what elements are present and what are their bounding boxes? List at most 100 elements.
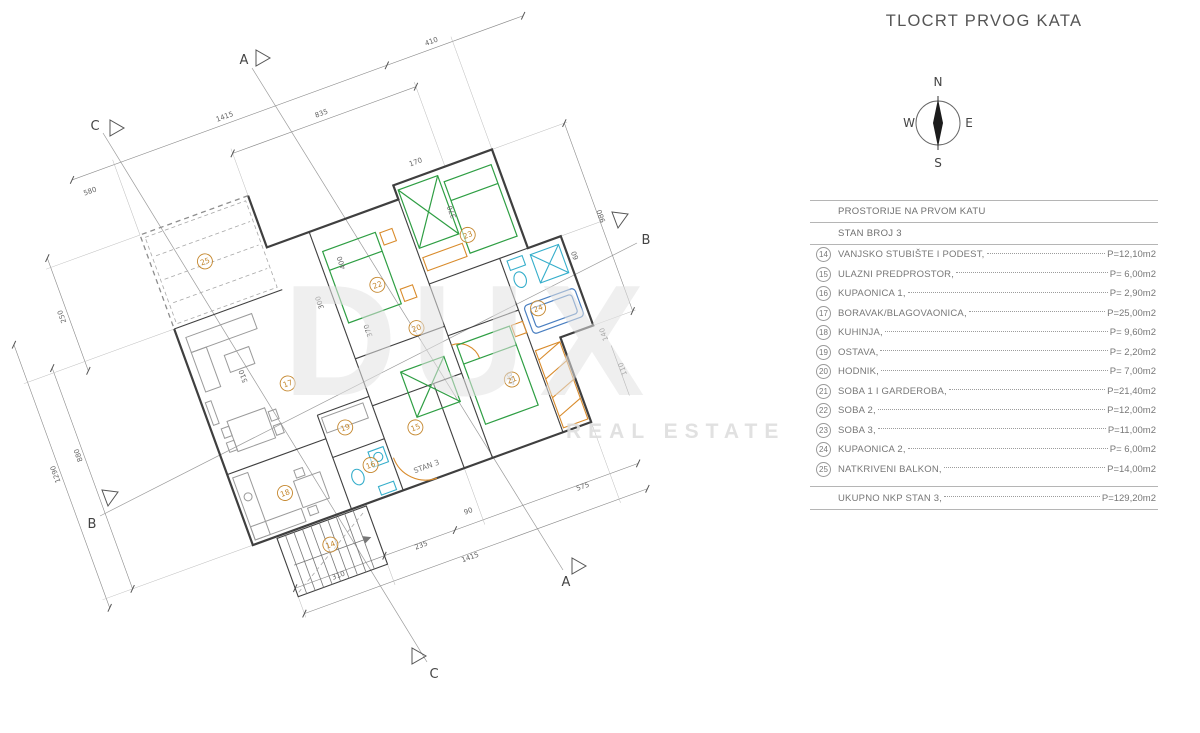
room-area: P= 6,00m2 — [1109, 268, 1156, 280]
svg-text:24: 24 — [532, 303, 544, 315]
room-number-circle: 16 — [362, 457, 379, 473]
dotted-leader — [968, 311, 1106, 313]
chair — [293, 466, 306, 479]
divider — [810, 200, 1158, 201]
dimension-label: 235 — [414, 540, 429, 552]
room-number-circle: 21 — [503, 371, 520, 388]
bed-pillow-line — [463, 344, 517, 365]
dimension-label: 410 — [424, 36, 439, 48]
building: 1415410835580250880129031023557514159801… — [11, 11, 650, 618]
balcony-edge — [139, 195, 249, 330]
room-number-circle: 18 — [277, 485, 293, 501]
svg-text:18: 18 — [279, 487, 291, 499]
nightstand — [399, 284, 418, 303]
section-arrow-a-bottom — [571, 557, 588, 575]
walls — [139, 148, 595, 547]
spacer — [810, 479, 1158, 486]
section-line-a — [251, 67, 564, 571]
toilet — [513, 271, 528, 288]
section-line-c — [102, 132, 428, 663]
wardrobe — [397, 174, 460, 250]
nightstand — [379, 227, 398, 246]
coffee-table — [223, 345, 256, 373]
wardrobe — [399, 355, 462, 419]
svg-text:22: 22 — [371, 279, 383, 291]
room-name: SOBA 2, — [838, 405, 876, 417]
bed — [456, 325, 539, 425]
sink — [243, 492, 253, 502]
bed — [321, 231, 403, 324]
tv — [204, 400, 220, 426]
room-area: P=21,40m2 — [1107, 385, 1156, 397]
dimension-label: 1415 — [460, 551, 479, 565]
room-name: KUHINJA, — [838, 327, 883, 339]
shower — [529, 243, 570, 284]
room-number-badge: 24 — [816, 442, 831, 458]
chair — [267, 408, 280, 422]
section-arrow-b-left — [101, 489, 119, 508]
room-area: P= 2,20m2 — [1109, 346, 1156, 358]
room-number-badge: 15 — [816, 266, 831, 282]
room-name: ULAZNI PREDPROSTOR, — [838, 268, 955, 280]
dotted-leader — [907, 447, 1108, 449]
svg-text:23: 23 — [462, 229, 474, 241]
section-label-b-right: B — [642, 233, 651, 248]
legend-row: 15 ULAZNI PREDPROSTOR, P= 6,00m2 — [810, 265, 1158, 285]
wardrobe-cross — [416, 356, 445, 418]
section-arrow-c-top — [109, 119, 126, 137]
room-area: P=12,00m2 — [1107, 405, 1156, 417]
svg-text:16: 16 — [365, 459, 377, 471]
section-lines: A A B B C C — [88, 49, 651, 682]
divider — [810, 222, 1158, 223]
dotted-leader — [943, 467, 1106, 469]
dimension-label: 370 — [446, 204, 458, 219]
room-name: VANJSKO STUBIŠTE I PODEST, — [838, 249, 985, 261]
exterior-wall — [173, 148, 595, 547]
room-number-badge: 20 — [816, 364, 831, 380]
room-number-circle: 24 — [530, 300, 547, 317]
svg-text:17: 17 — [282, 378, 294, 390]
dotted-leader — [877, 428, 1106, 430]
dotted-leader — [907, 291, 1108, 293]
compass-w: W — [903, 116, 915, 130]
room-area: P=25,00m2 — [1107, 307, 1156, 319]
room-name: SOBA 1 I GARDEROBA, — [838, 385, 947, 397]
room-number-badge: 17 — [816, 305, 831, 321]
room-number-badge: 25 — [816, 461, 831, 477]
legend-apartment: STAN BROJ 3 — [838, 228, 902, 239]
chair — [272, 422, 285, 436]
section-label-b-left: B — [88, 517, 97, 532]
room-area: P=11,00m2 — [1107, 424, 1156, 436]
dotted-leader — [880, 350, 1108, 352]
legend-header: PROSTORIJE NA PRVOM KATU — [838, 206, 986, 217]
wardrobe-hatch — [545, 360, 568, 380]
room-number-circle: 15 — [407, 419, 424, 436]
section-label-a-bottom: A — [562, 575, 571, 590]
room-name: SOBA 3, — [838, 424, 876, 436]
wardrobe-hatch — [552, 379, 574, 399]
section-arrow-b-right — [611, 211, 629, 230]
dimension-label: 370 — [362, 323, 374, 338]
room-number-badge: 22 — [816, 403, 831, 419]
dimension-label: 300 — [314, 295, 326, 310]
room-number-badge: 21 — [816, 383, 831, 399]
section-arrow-c-bottom — [411, 647, 428, 665]
chair — [306, 504, 320, 517]
section-label-c-bottom: C — [429, 667, 438, 682]
room-area: P=12,10m2 — [1107, 249, 1156, 261]
compass-rose: N S W E — [903, 75, 973, 170]
dimension-lines — [11, 11, 650, 618]
compass-s: S — [934, 156, 942, 170]
section-arrow-a-top — [255, 49, 272, 67]
room-number-badge: 19 — [816, 344, 831, 360]
dimension-label: 575 — [575, 481, 590, 493]
